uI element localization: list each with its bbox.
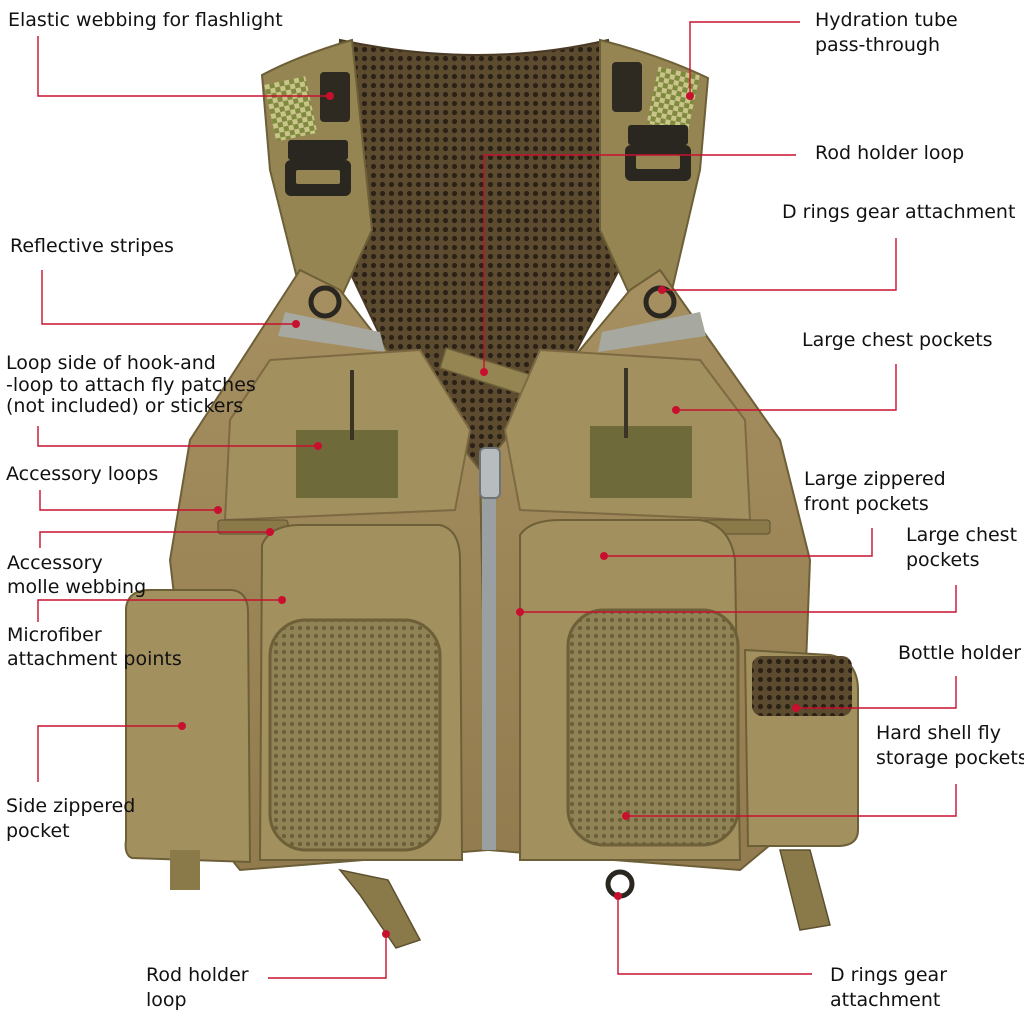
right-hard-shell-pocket bbox=[566, 608, 740, 847]
callout-dot bbox=[658, 286, 666, 294]
callout-zippered-front-line2: front pockets bbox=[804, 493, 929, 515]
callout-hook-loop-line3: (not included) or stickers bbox=[6, 395, 244, 417]
right-reflective-stripe bbox=[598, 312, 706, 352]
callout-zippered-front-line1: Large zippered bbox=[804, 468, 946, 490]
left-hard-shell-pocket bbox=[268, 618, 442, 852]
callout-dot bbox=[600, 552, 608, 560]
leader-d-rings-right bbox=[662, 238, 897, 291]
callout-large-chest-lower-line1: Large chest bbox=[906, 524, 1018, 546]
callout-accessory-loops: Accessory loops bbox=[6, 463, 159, 485]
left-flashlight-webbing bbox=[320, 72, 350, 122]
left-hook-loop-patch bbox=[296, 430, 398, 498]
callout-dot bbox=[278, 596, 286, 604]
callout-dot bbox=[292, 320, 300, 328]
callout-dot bbox=[622, 812, 630, 820]
leader-hook-loop bbox=[37, 426, 318, 447]
callout-accessory-molle-line1: Accessory bbox=[7, 552, 103, 574]
callout-dot bbox=[614, 892, 622, 900]
left-buckle bbox=[285, 140, 351, 196]
callout-dot bbox=[792, 704, 800, 712]
callout-hydration-tube-line1: Hydration tube bbox=[815, 9, 958, 31]
bottom-left-strap bbox=[338, 868, 422, 949]
callout-side-zippered-line1: Side zippered bbox=[6, 795, 136, 817]
leader-accessory-loops bbox=[39, 490, 218, 511]
leader-chest-lower bbox=[520, 585, 957, 613]
right-buckle bbox=[625, 125, 691, 181]
left-d-ring bbox=[308, 285, 342, 319]
right-flashlight-webbing bbox=[612, 62, 642, 112]
leader-chest-pockets-upper bbox=[676, 364, 897, 411]
callout-dot bbox=[480, 368, 488, 376]
left-reflective-stripe bbox=[278, 312, 385, 352]
callout-large-chest-pockets-upper: Large chest pockets bbox=[802, 329, 993, 351]
callout-microfiber-line1: Microfiber bbox=[7, 624, 102, 646]
leader-microfiber bbox=[37, 599, 282, 622]
callout-dot bbox=[382, 930, 390, 938]
callout-hard-shell-line2: storage pockets bbox=[876, 747, 1024, 769]
right-strap-checker bbox=[646, 66, 700, 132]
callout-rod-holder-loop-top: Rod holder loop bbox=[815, 142, 965, 164]
leader-hydration bbox=[689, 21, 800, 96]
bottom-d-ring bbox=[605, 869, 635, 899]
callout-dot bbox=[686, 92, 694, 100]
leader-rod-holder-bottom bbox=[268, 934, 387, 979]
callout-dot bbox=[266, 528, 274, 536]
leader-d-rings-bottom bbox=[617, 896, 812, 975]
leader-flashlight bbox=[37, 36, 330, 97]
callout-rod-holder-bottom-line2: loop bbox=[146, 989, 187, 1011]
callout-bottle-holder: Bottle holder bbox=[898, 642, 1022, 664]
callout-d-rings-right: D rings gear attachment bbox=[782, 201, 1016, 223]
callout-dot bbox=[672, 406, 680, 414]
right-hook-loop-patch bbox=[590, 426, 692, 498]
callout-reflective-stripes: Reflective stripes bbox=[10, 235, 174, 257]
callout-hook-loop-line1: Loop side of hook-and bbox=[6, 352, 216, 374]
leader-bottle bbox=[796, 676, 957, 709]
callout-dot bbox=[178, 722, 186, 730]
leader-zippered-front bbox=[604, 528, 873, 557]
callout-large-chest-lower-line2: pockets bbox=[906, 549, 980, 571]
callout-rod-holder-bottom-line1: Rod holder bbox=[146, 964, 249, 986]
callout-microfiber-line2: attachment points bbox=[7, 648, 182, 670]
leader-hard-shell bbox=[626, 784, 957, 817]
callout-side-zippered-line2: pocket bbox=[6, 820, 70, 842]
leader-side-zippered bbox=[37, 725, 182, 782]
leader-accessory-molle bbox=[39, 531, 270, 548]
callout-dot bbox=[326, 92, 334, 100]
center-zipper-pull bbox=[479, 447, 501, 499]
callout-dot bbox=[516, 608, 524, 616]
callout-accessory-molle-line2: molle webbing bbox=[7, 576, 147, 598]
bottom-right-strap bbox=[779, 849, 831, 931]
center-zipper bbox=[482, 450, 496, 850]
bottom-left-side-strap bbox=[170, 850, 200, 890]
left-strap-checker bbox=[264, 76, 318, 142]
callout-flashlight-webbing: Elastic webbing for flashlight bbox=[8, 9, 283, 31]
callout-hydration-tube-line2: pass-through bbox=[815, 34, 941, 56]
bottle-holder-mesh bbox=[752, 656, 852, 716]
leader-rod-holder-top bbox=[483, 154, 796, 372]
leader-reflective bbox=[41, 270, 296, 325]
callout-hook-loop-line2: -loop to attach fly patches bbox=[6, 374, 256, 396]
callout-d-rings-bottom-line2: attachment bbox=[830, 989, 941, 1011]
callout-hard-shell-line1: Hard shell fly bbox=[876, 722, 1001, 744]
callout-dot bbox=[314, 442, 322, 450]
callout-d-rings-bottom-line1: D rings gear bbox=[830, 964, 948, 986]
callout-dot bbox=[214, 506, 222, 514]
